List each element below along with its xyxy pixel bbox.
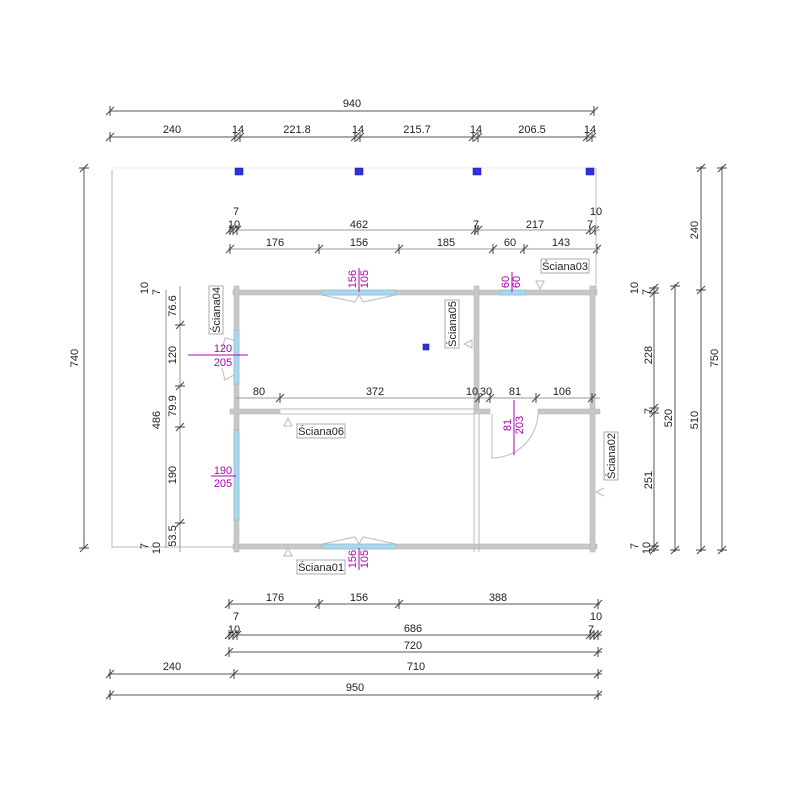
dim-label: 156: [350, 237, 368, 249]
dim-label: 10: [629, 282, 641, 294]
dim-label: 7: [641, 289, 653, 295]
right-dimensions: 228 7 251 10 7 7 10 520 240 510 750: [629, 163, 728, 555]
post-icon: [354, 167, 364, 176]
dim-label: 462: [350, 219, 368, 231]
wall-label-sciana05: Ściana05: [446, 301, 459, 347]
top-dimensions: 940 240 14 221.8 14 215.7 14 206.5 14 7 …: [105, 98, 602, 255]
dim-label: 486: [151, 411, 163, 429]
opening-labels: 156 105 60 60 156 105 120 205 190 205 81…: [188, 268, 526, 570]
dim-label: 10: [466, 386, 478, 398]
dim-label: 388: [489, 592, 507, 604]
dim-label: 251: [643, 471, 655, 489]
dim-label: 143: [552, 237, 570, 249]
dim-label: 79.9: [167, 395, 179, 416]
dim-label: 7: [233, 206, 239, 218]
dim-label: 76.6: [167, 295, 179, 316]
dim-label: 950: [346, 682, 364, 694]
dim-label: 14: [232, 124, 244, 136]
post-icon: [585, 167, 595, 176]
dim-label: 710: [407, 661, 425, 673]
dim-label: 156: [350, 592, 368, 604]
dim-label: 106: [553, 386, 571, 398]
dim-label: 120: [167, 346, 179, 364]
dim-label: 750: [709, 349, 721, 367]
dim-label: 10: [228, 219, 240, 231]
opening-width: 120: [214, 343, 232, 355]
dim-label: 206.5: [518, 124, 546, 136]
wall-labels: Ściana01 Ściana02 Ściana03 Ściana04 Ścia…: [208, 258, 619, 575]
dim-label: 686: [404, 623, 422, 635]
dim-label: 7: [643, 408, 655, 414]
dim-label: 10: [139, 282, 151, 294]
dim-label: 53.5: [167, 525, 179, 546]
wall-label-sciana06: Ściana06: [298, 425, 344, 438]
bottom-dimensions: 176 156 388 7 10 686 10 7 720 240 710 95…: [105, 592, 603, 701]
marker-icon: [422, 343, 430, 351]
dim-label: 14: [470, 124, 482, 136]
dim-label: 10: [641, 542, 653, 554]
door-left: [233, 329, 240, 385]
dim-label: 185: [437, 237, 455, 249]
dim-label: 240: [163, 124, 181, 136]
opening-width: 156: [347, 270, 359, 288]
dim-label: 217: [526, 219, 544, 231]
dim-label: 80: [253, 386, 265, 398]
terrace: [111, 167, 597, 548]
dim-label: 7: [587, 219, 593, 231]
opening-width: 81: [502, 419, 514, 431]
dim-label: 190: [167, 466, 179, 484]
opening-height: 205: [214, 357, 232, 369]
dim-label: 740: [69, 349, 81, 367]
opening-width: 190: [214, 465, 232, 477]
dim-label: 14: [352, 124, 364, 136]
dim-label: 7: [139, 543, 151, 549]
dim-label: 215.7: [403, 124, 431, 136]
wall-label-sciana01: Ściana01: [298, 561, 344, 574]
post-icon: [234, 167, 244, 176]
dim-label: 7: [233, 611, 239, 623]
dim-label: 14: [584, 124, 596, 136]
dim-label: 30: [480, 386, 492, 398]
dim-label: 221.8: [283, 124, 311, 136]
dim-label: 7: [151, 289, 163, 295]
opening-height: 203: [514, 416, 526, 434]
dim-label: 510: [689, 411, 701, 429]
dim-label: 10: [228, 624, 240, 636]
opening-width: 156: [347, 550, 359, 568]
dim-label: 81: [509, 386, 521, 398]
dim-label: 60: [504, 237, 516, 249]
wall-label-sciana02: Ściana02: [605, 433, 618, 479]
dim-label: 176: [266, 592, 284, 604]
opening-height: 205: [214, 478, 232, 490]
window-top-small: [499, 289, 527, 296]
dim-label: 10: [151, 542, 163, 554]
left-dimensions: 740 486 76.6 120 79.9 190 53.5 10 7 7 10: [69, 163, 186, 554]
wall-label-sciana03: Ściana03: [542, 260, 588, 273]
dim-label: 10: [590, 611, 602, 623]
dim-label: 176: [266, 237, 284, 249]
interior-dimensions: 80 372 10 30 81 106: [236, 386, 600, 404]
post-icon: [472, 167, 482, 176]
dim-label: 7: [629, 543, 641, 549]
dim-label: 240: [689, 221, 701, 239]
opening-height: 105: [359, 270, 371, 288]
dim-label: 372: [366, 386, 384, 398]
dim-label: 720: [404, 640, 422, 652]
walls: [221, 285, 601, 553]
dim-label: 240: [163, 661, 181, 673]
dim-label: 520: [663, 409, 675, 427]
dim-label: 7: [473, 219, 479, 231]
window-left: [233, 429, 240, 521]
dim-label: 7: [588, 624, 594, 636]
dim-label: 228: [643, 346, 655, 364]
opening-height: 60: [511, 276, 523, 288]
opening-height: 105: [359, 550, 371, 568]
opening-width: 60: [500, 276, 512, 288]
wall-label-sciana04: Ściana04: [210, 287, 223, 333]
dim-overall-top: 940: [343, 98, 361, 110]
